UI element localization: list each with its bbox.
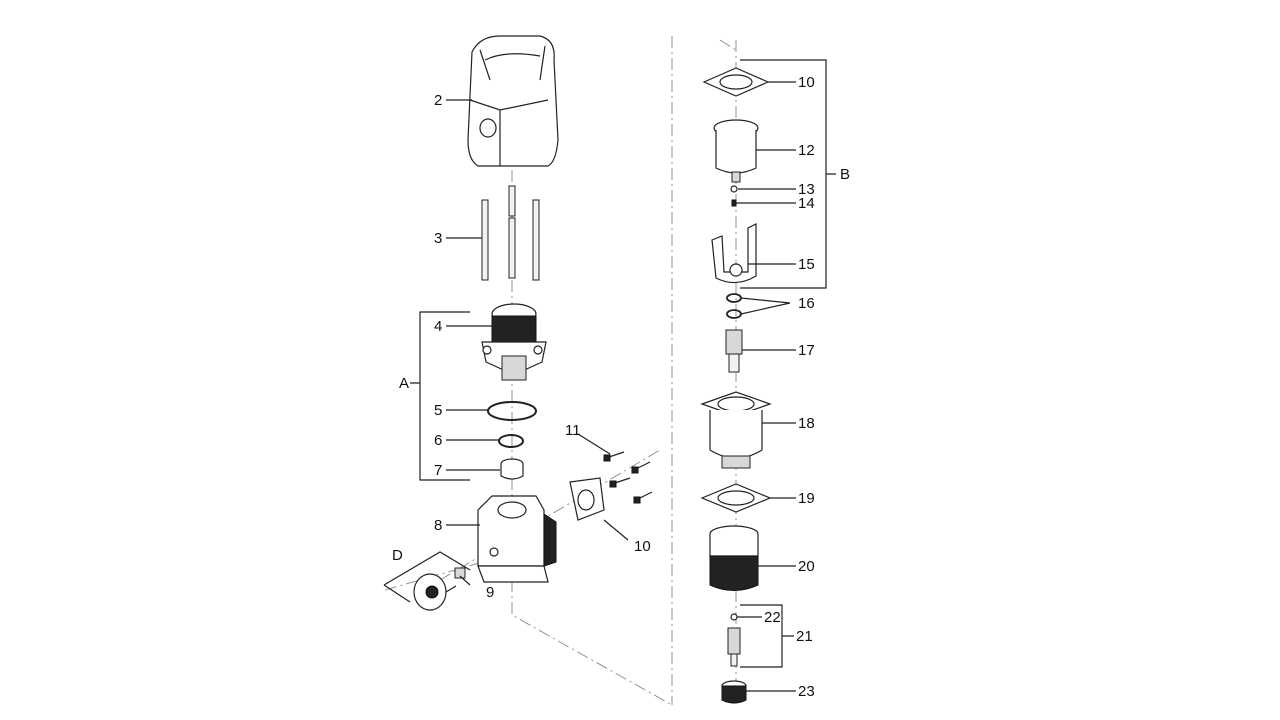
label-20: 20 (798, 558, 815, 575)
small-ball-part (730, 613, 738, 621)
piston-rod-part (725, 329, 743, 373)
label-16: 16 (798, 295, 815, 312)
cap-nut-part (721, 680, 747, 704)
bracket-21 (740, 604, 794, 668)
label-12: 12 (798, 142, 815, 159)
leader-lines (446, 81, 796, 692)
gasket-part (700, 483, 772, 513)
label-9: 9 (486, 584, 494, 601)
label-13: 13 (798, 181, 815, 198)
side-port-axis-2 (384, 559, 491, 591)
label-21: 21 (796, 628, 813, 645)
o-ring-small (498, 434, 524, 448)
flange-part-left (569, 477, 605, 521)
label-18: 18 (798, 415, 815, 432)
side-port-axis (439, 449, 661, 581)
bushing-part (500, 458, 524, 480)
group-label-a: A (399, 375, 409, 392)
label-2: 2 (434, 92, 442, 109)
label-5: 5 (434, 402, 442, 419)
label-10-right: 10 (798, 74, 815, 91)
label-10-left: 10 (634, 538, 651, 555)
label-4: 4 (434, 318, 442, 335)
seal-ring-1 (726, 293, 742, 303)
valve-cage-part (711, 223, 757, 284)
seal-ring-2 (726, 309, 742, 319)
cover-part (467, 35, 559, 167)
label-8: 8 (434, 517, 442, 534)
valve-stem-part (727, 627, 741, 667)
nut-housing-part (709, 525, 759, 591)
gasket-plate-part (702, 67, 770, 97)
label-7: 7 (434, 462, 442, 479)
plug-part (454, 567, 466, 579)
tie-rods-part (481, 185, 540, 281)
label-23: 23 (798, 683, 815, 700)
label-22: 22 (764, 609, 781, 626)
bracket-b (740, 59, 836, 289)
ball-part (730, 185, 738, 193)
label-15: 15 (798, 256, 815, 273)
bracket-d (383, 551, 471, 603)
pump-motor-part (481, 303, 547, 381)
pressure-gauge-part (413, 573, 457, 611)
group-label-d: D (392, 547, 403, 564)
label-11: 11 (565, 422, 581, 439)
label-6: 6 (434, 432, 442, 449)
label-19: 19 (798, 490, 815, 507)
pin-part (731, 199, 737, 207)
bracket-a (410, 311, 470, 481)
filter-cup-part (713, 119, 759, 183)
label-14: 14 (798, 195, 815, 212)
label-3: 3 (434, 230, 442, 247)
group-label-b: B (840, 166, 850, 183)
bolts-part (603, 451, 653, 504)
o-ring-large (487, 401, 537, 421)
label-17: 17 (798, 342, 815, 359)
cylinder-part (700, 391, 772, 469)
pump-housing-part (477, 495, 557, 583)
